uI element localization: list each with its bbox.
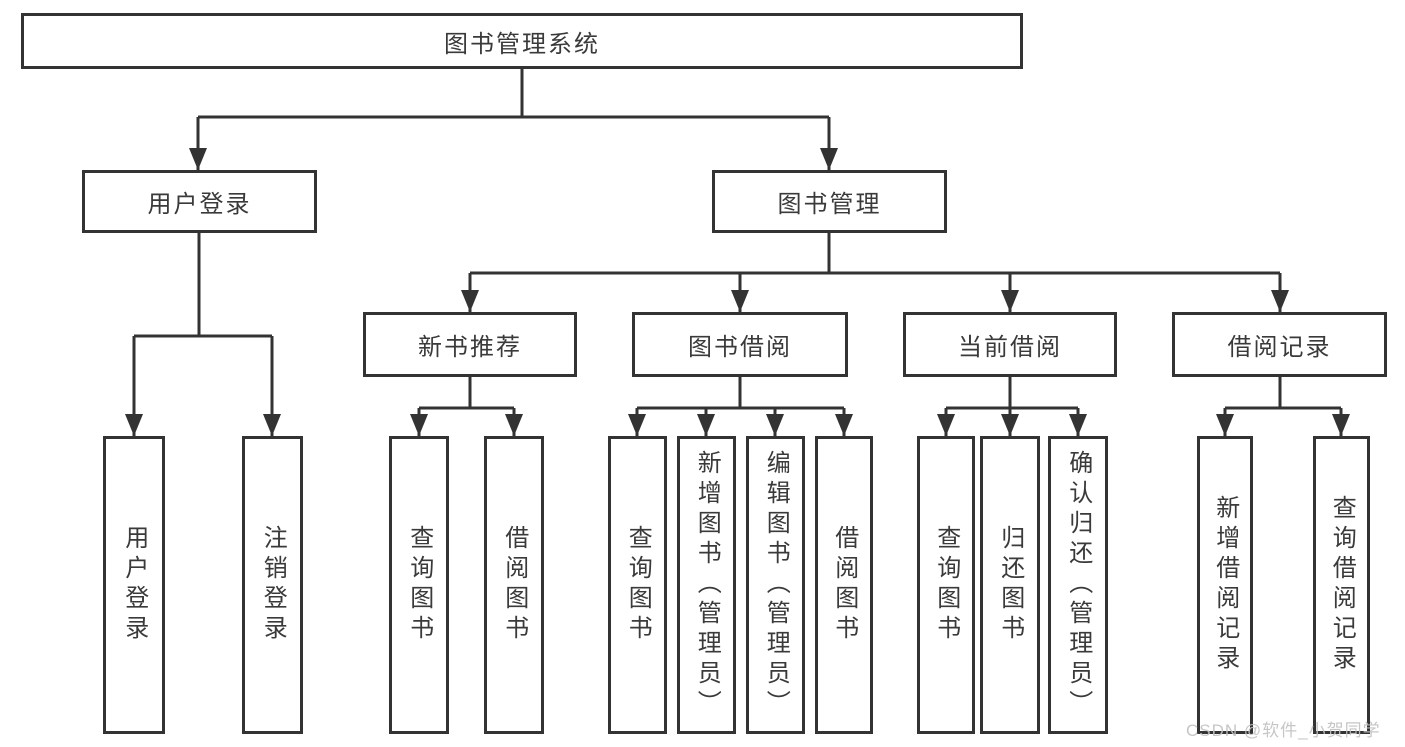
node-book-borrowing: 图书借阅 — [632, 312, 848, 377]
leaf-query-books-current-label: 查询图书 — [932, 525, 960, 645]
csdn-watermark: CSDN @软件_小贺同学 — [1186, 721, 1381, 740]
node-current-borrowing-label: 当前借阅 — [958, 334, 1062, 361]
leaf-borrow-books-recommend: 借阅图书 — [484, 436, 544, 734]
leaf-query-books-recommend: 查询图书 — [389, 436, 449, 734]
node-book-borrowing-label: 图书借阅 — [688, 334, 792, 361]
leaf-query-books-borrowing-label: 查询图书 — [624, 525, 652, 645]
leaf-user-login: 用户登录 — [103, 436, 165, 734]
leaf-logout-login-label: 注销登录 — [259, 525, 287, 645]
leaf-query-books-borrowing: 查询图书 — [608, 436, 667, 734]
leaf-borrow-books-recommend-label: 借阅图书 — [500, 525, 528, 645]
leaf-add-book-admin-label: 新增图书（管理员） — [693, 450, 721, 720]
node-book-management-label: 图书管理 — [777, 191, 882, 218]
leaf-borrow-books-borrowing-label: 借阅图书 — [830, 525, 858, 645]
leaf-add-book-admin: 新增图书（管理员） — [677, 436, 736, 734]
leaf-return-books-label: 归还图书 — [996, 525, 1024, 645]
leaf-logout-login: 注销登录 — [242, 436, 303, 734]
leaf-return-books: 归还图书 — [980, 436, 1040, 734]
node-system-root-label: 图书管理系统 — [444, 30, 600, 58]
leaf-add-borrow-record: 新增借阅记录 — [1197, 436, 1253, 734]
node-current-borrowing: 当前借阅 — [903, 312, 1117, 377]
node-user-login-label: 用户登录 — [147, 191, 252, 218]
leaf-query-books-current: 查询图书 — [917, 436, 975, 734]
node-borrowing-records: 借阅记录 — [1172, 312, 1387, 377]
leaf-confirm-return-admin: 确认归还（管理员） — [1048, 436, 1108, 734]
node-user-login: 用户登录 — [82, 170, 317, 233]
leaf-edit-book-admin: 编辑图书（管理员） — [746, 436, 805, 734]
leaf-add-borrow-record-label: 新增借阅记录 — [1211, 495, 1239, 675]
leaf-query-borrow-record-label: 查询借阅记录 — [1328, 495, 1356, 675]
leaf-edit-book-admin-label: 编辑图书（管理员） — [762, 450, 790, 720]
node-system-root: 图书管理系统 — [21, 13, 1023, 69]
leaf-query-books-recommend-label: 查询图书 — [405, 525, 433, 645]
node-new-book-recommendation-label: 新书推荐 — [418, 334, 522, 361]
node-new-book-recommendation: 新书推荐 — [363, 312, 577, 377]
leaf-user-login-label: 用户登录 — [120, 525, 148, 645]
node-book-management: 图书管理 — [712, 170, 947, 233]
node-borrowing-records-label: 借阅记录 — [1227, 334, 1332, 361]
leaf-borrow-books-borrowing: 借阅图书 — [815, 436, 873, 734]
leaf-confirm-return-admin-label: 确认归还（管理员） — [1064, 450, 1092, 720]
leaf-query-borrow-record: 查询借阅记录 — [1313, 436, 1370, 734]
